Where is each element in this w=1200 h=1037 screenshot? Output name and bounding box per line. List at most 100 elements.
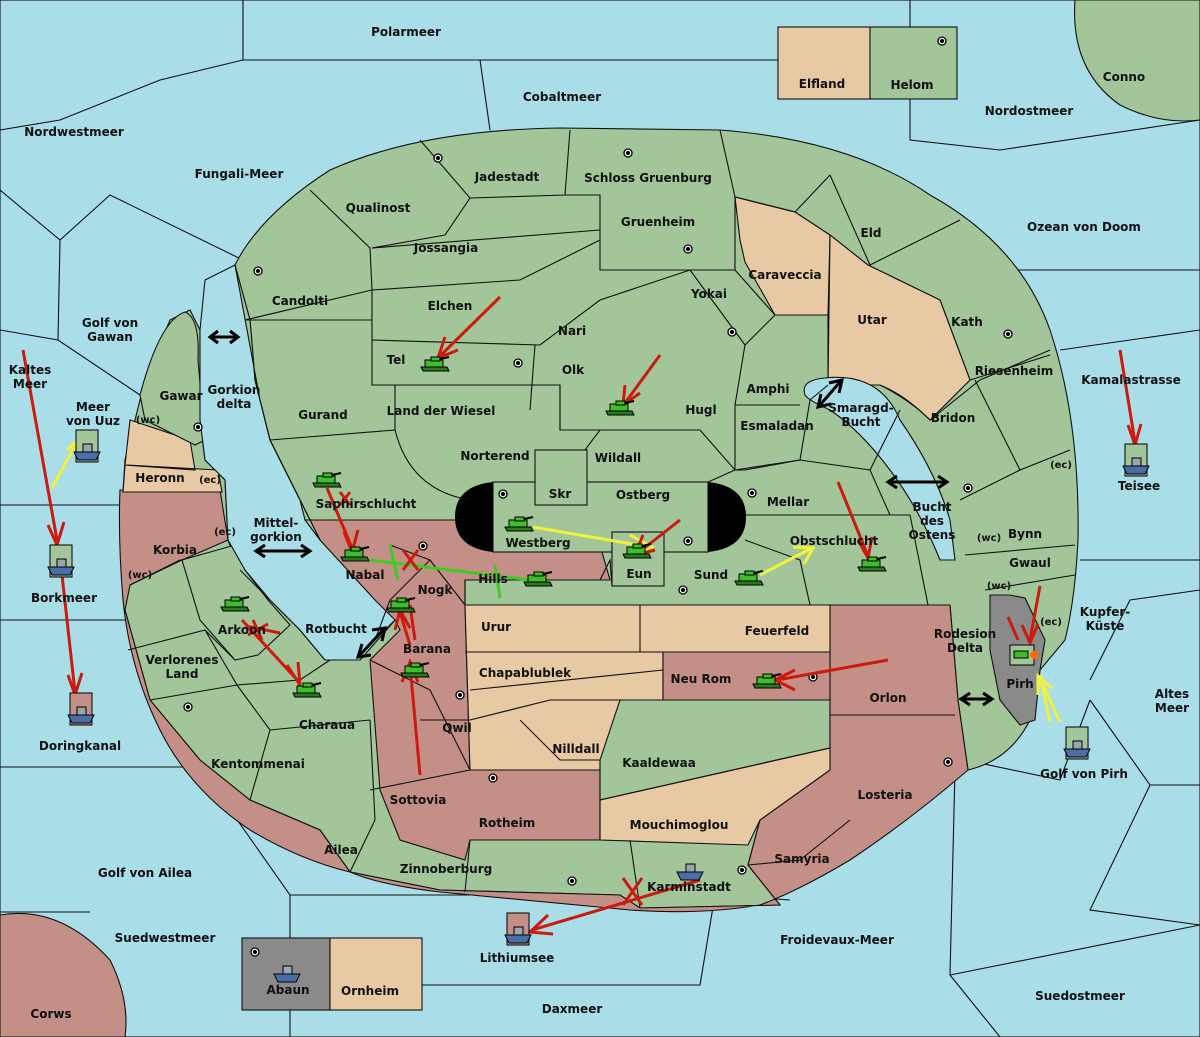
ship-icon <box>47 544 75 578</box>
label-kath: Kath <box>951 315 983 329</box>
label-zinnoberburg: Zinnoberburg <box>400 862 492 876</box>
land-borders <box>127 129 1076 909</box>
supply-center-icon <box>1003 329 1013 339</box>
label-tel: Tel <box>387 353 406 367</box>
ship-icon <box>1122 443 1150 477</box>
double-arrow-icon <box>815 377 845 410</box>
region-caraveccia[interactable] <box>734 196 831 316</box>
label-lithium: Lithiumsee <box>480 951 555 965</box>
region-gawar[interactable] <box>139 311 206 446</box>
tank-icon <box>523 571 553 587</box>
label-verlorenes-2: Land <box>166 667 199 681</box>
label-utar: Utar <box>857 313 887 327</box>
label-jadestadt: Jadestadt <box>474 170 540 184</box>
label-bucht-ostens-2: des <box>920 514 944 528</box>
supply-center-icon <box>747 488 757 498</box>
label-polarmeer: Polarmeer <box>371 25 441 39</box>
label-kalt-1: Kaltes <box>9 363 52 377</box>
label-borkmeer: Borkmeer <box>31 591 97 605</box>
label-esmaladan: Esmaladan <box>740 419 813 433</box>
label-bucht-ostens-1: Bucht <box>912 500 951 514</box>
label-neu-rom: Neu Rom <box>671 672 732 686</box>
tank-icon <box>857 556 887 572</box>
label-smaragd-2: Bucht <box>841 415 880 429</box>
supply-center-icon <box>250 947 260 957</box>
double-arrow-icon <box>885 474 950 490</box>
label-smaragd-1: Smaragd- <box>828 401 893 415</box>
label-kentommenai: Kentommenai <box>211 757 305 771</box>
label-qualinost: Qualinost <box>346 201 411 215</box>
label-sottovia: Sottovia <box>390 793 447 807</box>
label-land-wiesel: Land der Wiesel <box>387 404 496 418</box>
tank-icon <box>622 543 652 559</box>
label-bucht-ostens-3: Ostens <box>909 528 956 542</box>
supply-center-icon <box>678 585 688 595</box>
label-barana: Barana <box>403 642 451 656</box>
label-golf-gawan-2: Gawan <box>87 330 133 344</box>
tank-icon <box>312 472 342 488</box>
label-ozean: Ozean von Doom <box>1027 220 1141 234</box>
supply-center-icon <box>193 422 203 432</box>
double-arrow-icon <box>355 626 387 659</box>
label-rotbucht: Rotbucht <box>305 622 367 636</box>
label-jossangia: Jossangia <box>413 241 478 255</box>
coast-ec-2: (ec) <box>1050 460 1072 471</box>
label-mellar: Mellar <box>767 495 809 509</box>
label-skr: Skr <box>549 487 572 501</box>
label-abaun: Abaun <box>266 983 309 997</box>
coast-strip <box>234 264 321 541</box>
region-conno[interactable] <box>1073 0 1200 122</box>
region-corws[interactable] <box>0 912 127 1037</box>
label-korbia: Korbia <box>153 543 197 557</box>
supply-center-icon <box>963 483 973 493</box>
region-ornheim[interactable] <box>329 937 423 1011</box>
tank-icon <box>420 356 450 372</box>
label-fungali: Fungali-Meer <box>195 167 284 181</box>
tank-icon <box>220 596 250 612</box>
supply-center-icon <box>937 36 947 46</box>
coast-wc-3: (wc) <box>128 570 152 581</box>
label-gorkion-1: Gorkion <box>208 383 261 397</box>
region-elfland[interactable] <box>777 26 871 100</box>
label-candolti: Candolti <box>272 294 328 308</box>
label-suedwest: Suedwestmeer <box>115 931 216 945</box>
label-hills: Hills <box>478 572 508 586</box>
label-arkoon: Arkoon <box>218 623 266 637</box>
coast-ec-3: (ec) <box>214 527 236 538</box>
label-gawar: Gawar <box>159 389 202 403</box>
coast-ec: (ec) <box>199 475 221 486</box>
tank-icon <box>292 682 322 698</box>
region-utar[interactable] <box>827 233 971 421</box>
tank-icon <box>752 673 782 689</box>
label-yokai: Yokai <box>690 287 727 301</box>
label-kupfer-2: Küste <box>1086 619 1125 633</box>
label-nordwestmeer: Nordwestmeer <box>24 125 124 139</box>
label-kamala: Kamalastrasse <box>1081 373 1181 387</box>
label-heronn: Heronn <box>135 471 184 485</box>
label-verlorenes-1: Verlorenes <box>146 653 219 667</box>
label-feuerfeld: Feuerfeld <box>745 624 810 638</box>
label-suedost: Suedostmeer <box>1035 989 1125 1003</box>
label-urur: Urur <box>481 620 511 634</box>
ship-icon <box>1063 726 1091 760</box>
label-nari: Nari <box>558 324 586 338</box>
label-helom: Helom <box>890 78 933 92</box>
label-ostberg: Ostberg <box>616 488 670 502</box>
label-gwaul: Gwaul <box>1009 556 1051 570</box>
label-nogk: Nogk <box>418 583 454 597</box>
supply-center-icon <box>567 876 577 886</box>
label-conno: Conno <box>1103 70 1145 84</box>
region-heronn[interactable] <box>122 419 223 493</box>
supply-center-icon <box>683 244 693 254</box>
label-rotheim: Rotheim <box>479 816 536 830</box>
double-arrow-icon <box>253 543 313 559</box>
tank-icon <box>400 662 430 678</box>
label-eld: Eld <box>861 226 882 240</box>
label-gorkion-2: delta <box>217 397 252 411</box>
label-caraveccia: Caraveccia <box>748 268 821 282</box>
label-ailea: Ailea <box>324 843 358 857</box>
label-wildall: Wildall <box>595 451 641 465</box>
label-meer-uuz-2: von Uuz <box>66 414 120 428</box>
label-daxmeer: Daxmeer <box>542 1002 603 1016</box>
supply-center-icon <box>623 148 633 158</box>
